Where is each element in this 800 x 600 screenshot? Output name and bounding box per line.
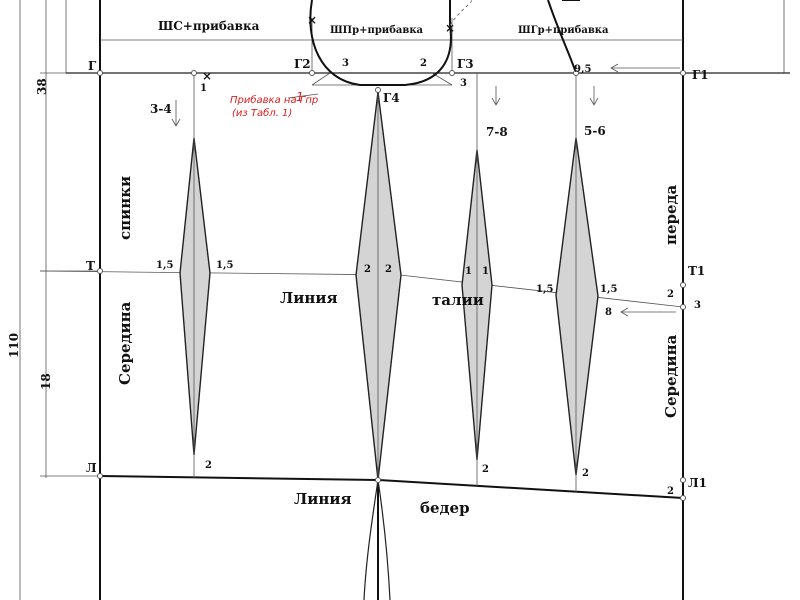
label-waist-2: талии [432,291,484,309]
measure-t-front2-l: 1,5 [536,284,553,295]
measure-t-side-l: 2 [364,264,371,275]
point-t1-3 [680,304,686,310]
x-marker-1: × [202,69,212,83]
measure-t-front2-r: 1,5 [600,284,617,295]
armhole-dashed [449,0,473,26]
back-dart [179,137,211,456]
arrow-8 [620,307,676,317]
label-back-center-1: спинки [116,176,134,240]
measure-t-back-l: 1,5 [156,260,173,271]
measure-9-5: 9,5 [574,64,591,75]
measure-3-4: 3-4 [150,102,172,116]
point-t [97,268,103,274]
label-g2: Г2 [294,57,311,71]
measure-t-back-r: 1,5 [216,260,233,271]
measure-8: 8 [605,307,612,318]
armhole-curve [309,0,452,86]
label-armhole-width: ШПр+прибавка [330,25,424,36]
front-dart-2 [555,137,599,476]
measure-38: 38 [35,78,49,95]
measure-hip-back: 2 [205,460,212,471]
measure-18: 18 [39,373,53,390]
measure-t1-3: 3 [694,300,701,311]
point-g4 [375,87,381,93]
label-g1: Г1 [692,68,709,82]
x-marker-2: × [307,13,317,27]
measure-armhole-3: 3 [342,58,349,69]
measure-g3-3: 3 [460,78,467,89]
x-marker-3: × [445,21,455,35]
hip-flare [363,479,391,600]
arrow-3-4 [171,100,181,127]
label-l: Л [86,461,97,475]
hip-line-back [99,475,379,481]
measure-t-front-r: 1 [482,266,489,277]
label-g: Г [88,59,97,73]
measure-7-8: 7-8 [486,125,508,139]
point-g3 [449,70,455,76]
point-back-dart-top [191,70,197,76]
measure-hip-l1: 2 [667,486,674,497]
label-g4: Г4 [383,91,400,105]
point-l [97,473,103,479]
label-front-center-1: переда [662,184,680,245]
arrow-7-8 [491,86,501,106]
measure-5-6: 5-6 [584,124,606,138]
point-g1 [680,70,686,76]
point-l1 [680,477,686,483]
label-hip-2: бедер [420,499,470,517]
arrow-annot [287,93,319,99]
label-g3: Г3 [457,57,474,71]
measure-t-side-r: 2 [385,264,392,275]
hip-line-front [377,479,684,499]
label-l1: Л1 [688,476,707,490]
point-chest [573,70,579,76]
arrow-5-6 [589,86,599,106]
annotation-line1: Прибавка на Гпр [230,94,318,106]
armhole-diag-left [311,72,331,86]
label-waist-1: Линия [280,289,338,307]
label-chest-width: ШГр+прибавка [518,25,609,36]
measure-hip-front1: 2 [482,464,489,475]
label-back-center-2: Середина [116,301,134,385]
point-t1 [680,282,686,288]
label-hip-1: Линия [294,490,352,508]
annotation-number: 1 [296,90,304,104]
measure-t-front-l: 1 [465,266,472,277]
point-g [97,70,103,76]
point-hip-side [375,477,381,483]
waist-line-front [399,274,684,308]
label-t1: Т1 [688,264,705,278]
point-l1-2 [680,495,686,501]
measure-1-back: 1 [200,83,207,94]
measure-t1-2: 2 [667,289,674,300]
annotation-line2: (из Табл. 1) [232,107,292,119]
measure-armhole-2: 2 [420,58,427,69]
label-back-width: ШС+прибавка [158,19,260,33]
arrow-g1 [610,63,680,73]
measure-110: 110 [7,333,21,358]
point-g2 [309,70,315,76]
measure-hip-front2: 2 [582,468,589,479]
label-front-center-2: Середина [662,334,680,418]
side-dart [355,91,402,481]
front-armhole-curve [547,0,577,74]
label-t: Т [86,259,95,273]
